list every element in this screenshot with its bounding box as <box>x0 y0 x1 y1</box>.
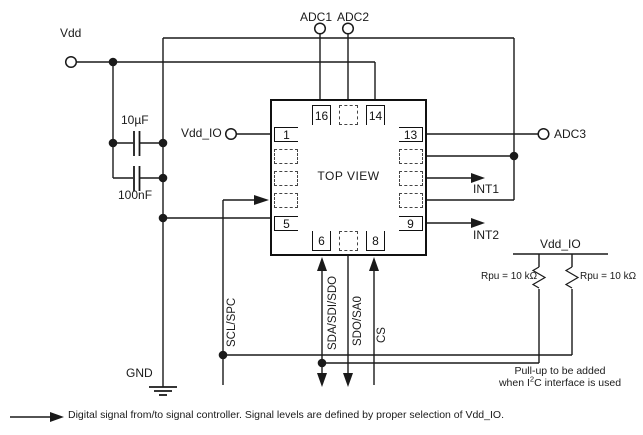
pin-12 <box>399 149 423 164</box>
adc3-terminal-icon <box>537 127 550 141</box>
pin-13-number: 13 <box>403 127 418 142</box>
adc2-terminal-icon <box>341 22 355 35</box>
pin-1-number: 1 <box>283 127 290 142</box>
cs-label: CS <box>376 327 388 343</box>
sda-sdi-sdo-label: SDA/SDI/SDO <box>327 275 339 350</box>
sda-up-arrowhead-icon <box>317 257 327 271</box>
pin-1: 1 <box>274 127 298 142</box>
pin-16: 16 <box>312 105 331 125</box>
junction-dot <box>108 138 118 148</box>
cap1-value-label: 10µF <box>121 113 149 127</box>
pin-13: 13 <box>399 127 423 142</box>
pin-11 <box>399 171 423 186</box>
cs-up-arrowhead-icon <box>369 257 379 271</box>
legend-arrowhead-icon <box>50 412 64 422</box>
pullup-note-line1: Pull-up to be added <box>514 365 606 377</box>
pin-5-number: 5 <box>283 216 290 231</box>
pin-6: 6 <box>312 231 331 251</box>
int2-arrowhead-icon <box>471 218 485 228</box>
pin-3 <box>274 171 298 186</box>
legend-text: Digital signal from/to signal controller… <box>68 409 504 421</box>
pullup-note: Pull-up to be added when I2C interface i… <box>490 365 630 390</box>
junction-dot <box>158 138 168 148</box>
adc3-label: ADC3 <box>554 127 587 141</box>
pin-8: 8 <box>366 231 385 251</box>
vdd-label: Vdd <box>60 26 82 40</box>
pin-4 <box>274 193 298 208</box>
rpu-right-zigzag <box>564 266 580 289</box>
pin-6-number: 6 <box>318 233 325 248</box>
junction-dot <box>108 57 118 67</box>
adc2-label: ADC2 <box>337 10 370 24</box>
pin-14: 14 <box>366 105 385 125</box>
junction-dot <box>509 151 519 161</box>
pin-14-number: 14 <box>368 108 383 123</box>
cap2-value-label: 100nF <box>118 188 153 202</box>
junction-dot <box>158 213 168 223</box>
pin-10 <box>399 193 423 208</box>
vdd-terminal-icon <box>64 55 78 69</box>
int1-arrowhead-icon <box>471 173 485 183</box>
junction-dot <box>218 350 228 360</box>
junction-dot <box>158 173 168 183</box>
rpu-right-label: Rpu = 10 kΩ <box>580 271 637 282</box>
pin-9: 9 <box>399 216 423 231</box>
int2-label: INT2 <box>473 228 500 242</box>
pin-8-number: 8 <box>372 233 379 248</box>
pin-15 <box>339 105 358 125</box>
sda-down-arrowhead-icon <box>317 373 327 387</box>
rpu-left-label: Rpu = 10 kΩ <box>481 271 538 282</box>
chip-outline <box>270 99 427 256</box>
scl-spc-label: SCL/SPC <box>226 297 238 347</box>
pullup-note-line2: when I2C interface is used <box>490 375 630 390</box>
rpu-left-zigzag <box>531 266 547 289</box>
chip-top-view-label: TOP VIEW <box>317 169 380 183</box>
sdo-sa0-label: SDO/SA0 <box>352 296 364 346</box>
gnd-label: GND <box>126 366 153 380</box>
pullup-note-line2-sup: 2 <box>529 374 535 383</box>
scl-arrowhead-icon <box>254 195 269 205</box>
sdo-down-arrowhead-icon <box>343 373 353 387</box>
int1-label: INT1 <box>473 182 500 196</box>
adc1-label: ADC1 <box>300 10 333 24</box>
pin-16-number: 16 <box>314 108 329 123</box>
pin-7 <box>339 231 358 251</box>
pullup-note-line2-pre: when I <box>498 376 530 389</box>
pullup-note-line2-post: C interface is used <box>534 376 622 389</box>
pin-5: 5 <box>274 216 298 231</box>
pin-9-number: 9 <box>407 216 414 231</box>
junction-dot <box>317 358 327 368</box>
vddio-left-label: Vdd_IO <box>181 126 222 140</box>
pin-2 <box>274 149 298 164</box>
vddio-terminal-icon <box>224 127 238 141</box>
adc1-terminal-icon <box>313 22 327 35</box>
vddio-rail-label: Vdd_IO <box>540 237 581 251</box>
